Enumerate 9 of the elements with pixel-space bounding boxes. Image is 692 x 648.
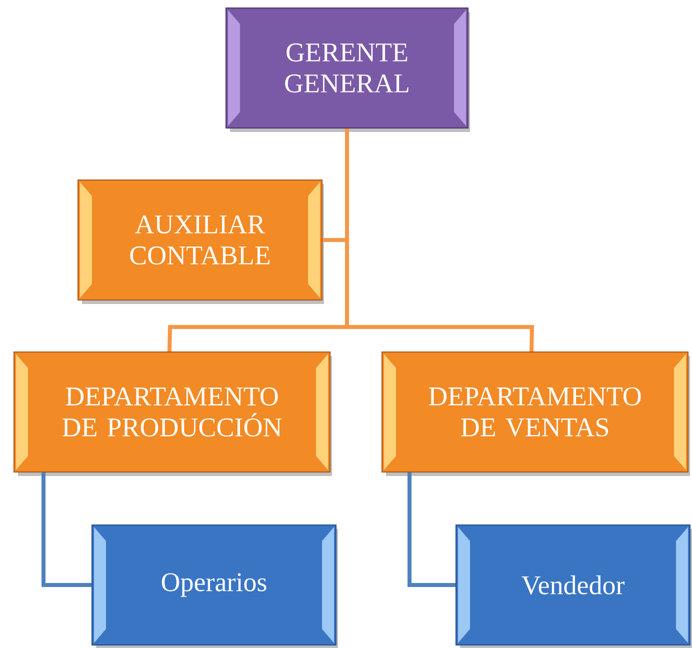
org-box: AUXILIAR CONTABLE [78,180,324,304]
org-box: Vendedor [456,524,692,648]
org-box: DEPARTAMENTO DE VENTAS [382,352,690,476]
connector-line [42,472,92,587]
connector-line [345,128,534,352]
org-box: Operarios [92,524,338,648]
connector-line [408,472,456,587]
org-box: DEPARTAMENTO DE PRODUCCIÓN [14,352,332,476]
org-box: GERENTE GENERAL [226,8,470,132]
